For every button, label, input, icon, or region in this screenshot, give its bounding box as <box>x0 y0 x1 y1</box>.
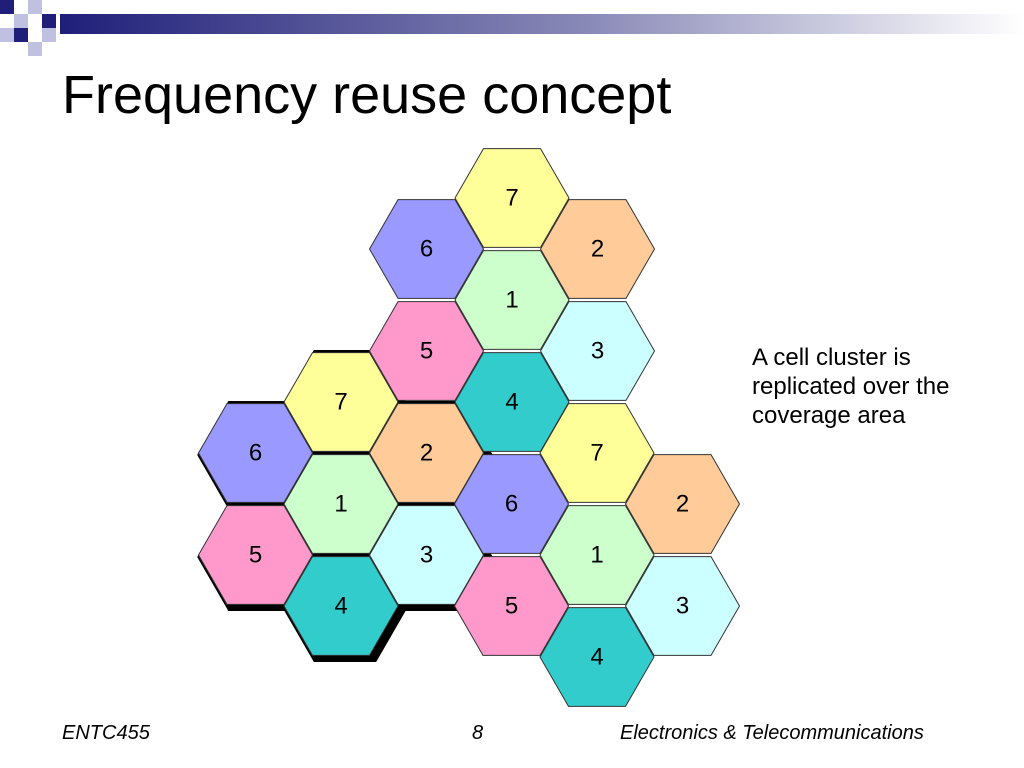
hex-cell-label: 5 <box>420 337 433 364</box>
hex-cell-1 <box>454 250 570 350</box>
hex-cell-label: 6 <box>505 490 518 517</box>
hex-cell-7 <box>539 403 655 503</box>
hex-cell-label: 4 <box>505 388 518 415</box>
corner-square <box>28 42 42 56</box>
hex-cell-1 <box>539 505 655 605</box>
hex-cell-2 <box>539 199 656 299</box>
corner-square <box>14 28 28 42</box>
hex-cell-label: 7 <box>590 439 603 466</box>
hex-cell-label: 3 <box>676 592 689 619</box>
hex-cell-5 <box>368 301 485 401</box>
hex-cell-label: 2 <box>676 490 689 517</box>
hex-cell-label: 1 <box>590 541 603 568</box>
hex-cell-6 <box>453 454 570 554</box>
caption-line: A cell cluster is <box>752 344 911 371</box>
footer-course-code: ENTC455 <box>62 722 150 744</box>
hex-cell-5 <box>197 505 314 605</box>
hex-cell-2 <box>624 454 741 554</box>
corner-square <box>42 28 56 42</box>
hex-cell-6 <box>197 403 314 503</box>
corner-square <box>0 0 14 14</box>
caption-line: replicated over the <box>752 373 950 400</box>
hex-cell-label: 1 <box>334 490 347 517</box>
caption-line: coverage area <box>752 402 906 429</box>
hex-cells: 7 6 2 1 5 3 4 7 6 2 1 5 3 4 7 6 2 1 5 3 4 <box>197 148 741 707</box>
hex-cell-label: 6 <box>249 439 262 466</box>
hex-cell-4 <box>539 607 655 707</box>
hex-cell-label: 2 <box>420 439 433 466</box>
hex-cell-label: 1 <box>505 286 518 313</box>
footer-page-number: 8 <box>472 722 484 744</box>
hex-cell-label: 5 <box>249 541 262 568</box>
corner-square <box>14 14 28 28</box>
corner-square <box>0 28 14 42</box>
hex-cell-label: 3 <box>591 337 604 364</box>
corner-bar <box>60 14 1024 34</box>
hex-cell-label: 4 <box>334 592 347 619</box>
hex-cell-4 <box>283 556 399 656</box>
corner-decoration <box>0 0 1024 56</box>
hex-cell-6 <box>368 199 485 299</box>
page-title: Frequency reuse concept <box>62 65 672 125</box>
hex-cell-label: 4 <box>590 643 603 670</box>
hex-cell-7 <box>454 148 570 248</box>
corner-square <box>42 14 56 28</box>
hex-cell-3 <box>539 301 656 401</box>
hex-cell-label: 5 <box>505 592 518 619</box>
hex-cell-label: 7 <box>505 184 518 211</box>
hex-cell-label: 3 <box>420 541 433 568</box>
hex-cell-label: 7 <box>334 388 347 415</box>
footer-department: Electronics & Telecommunications <box>620 722 924 744</box>
hex-cell-label: 6 <box>420 235 433 262</box>
hex-cell-3 <box>624 556 741 656</box>
hex-cell-1 <box>283 454 399 554</box>
hex-cell-5 <box>453 556 570 656</box>
caption: A cell cluster is replicated over the co… <box>752 343 1002 430</box>
corner-square <box>28 0 42 14</box>
hex-cell-7 <box>283 352 399 452</box>
hex-cell-label: 2 <box>591 235 604 262</box>
